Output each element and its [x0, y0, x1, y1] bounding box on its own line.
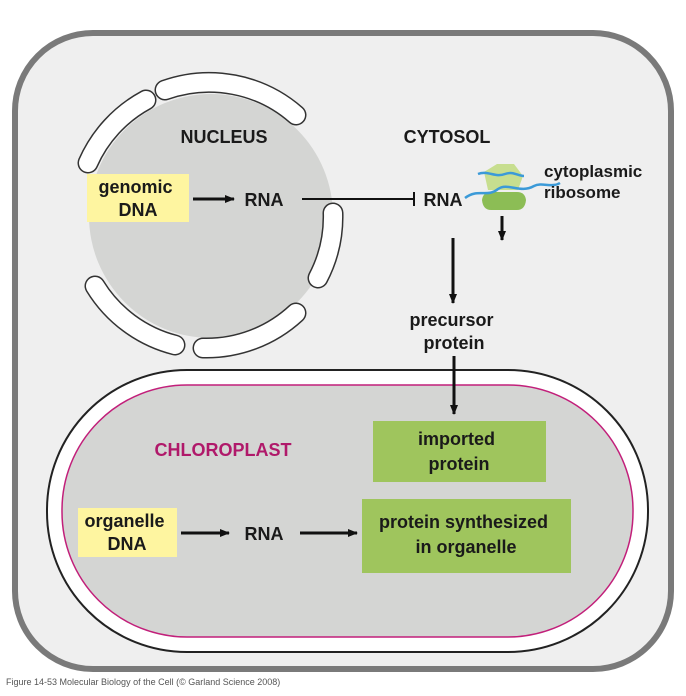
ribosome-large-subunit: [482, 192, 526, 210]
cytosolic-rna-label: RNA: [424, 190, 463, 210]
imported-protein-label: imported protein: [418, 429, 500, 474]
imported-protein-line: protein: [429, 454, 490, 474]
nucleus-title: NUCLEUS: [180, 127, 267, 147]
genomic-dna-line: genomic: [98, 177, 172, 197]
organelle-dna-line: organelle: [84, 511, 164, 531]
nuclear-envelope-segment: [309, 204, 343, 287]
figure-caption: Figure 14-53 Molecular Biology of the Ce…: [6, 677, 281, 687]
cytosol-title: CYTOSOL: [404, 127, 491, 147]
synthesized-protein-line: in organelle: [415, 537, 516, 557]
ribosome-label: cytoplasmic ribosome: [544, 162, 647, 202]
genomic-dna-line: DNA: [119, 200, 158, 220]
nuclear-envelope-segment: [79, 91, 155, 172]
mrna-strand: [477, 171, 525, 178]
genomic-dna-box: [87, 174, 189, 222]
nuclear-envelope-segment: [86, 277, 184, 354]
nucleus: [77, 71, 344, 359]
ribosome-small-subunit: [484, 164, 523, 190]
synthesized-protein-box: [362, 499, 571, 573]
nuclear-envelope-segment: [194, 304, 305, 358]
imported-protein-box: [373, 421, 546, 482]
precursor-protein-line: protein: [424, 333, 485, 353]
precursor-protein-label: precursor protein: [409, 310, 498, 353]
genomic-dna-label: genomic DNA: [98, 177, 177, 220]
precursor-protein-line: precursor: [409, 310, 493, 330]
cytoplasmic-ribosome: [464, 164, 561, 210]
synthesized-protein-label: protein synthesized in organelle: [379, 512, 553, 557]
mrna-strand: [464, 181, 561, 200]
diagram: NUCLEUS genomic DNA RNA CYTOSOL RNA cyto…: [12, 30, 674, 672]
nuclear-envelope-segment: [156, 73, 305, 124]
imported-protein-line: imported: [418, 429, 495, 449]
organelle-rna-label: RNA: [245, 524, 284, 544]
chloroplast-title: CHLOROPLAST: [155, 440, 292, 460]
organelle-dna-box: [78, 508, 177, 557]
nucleus-body: [89, 94, 333, 338]
ribosome-label-line: cytoplasmic: [544, 162, 642, 181]
ribosome-label-line: ribosome: [544, 183, 621, 202]
nuclear-rna-label: RNA: [245, 190, 284, 210]
organelle-dna-label: organelle DNA: [84, 511, 169, 554]
organelle-dna-line: DNA: [108, 534, 147, 554]
synthesized-protein-line: protein synthesized: [379, 512, 548, 532]
